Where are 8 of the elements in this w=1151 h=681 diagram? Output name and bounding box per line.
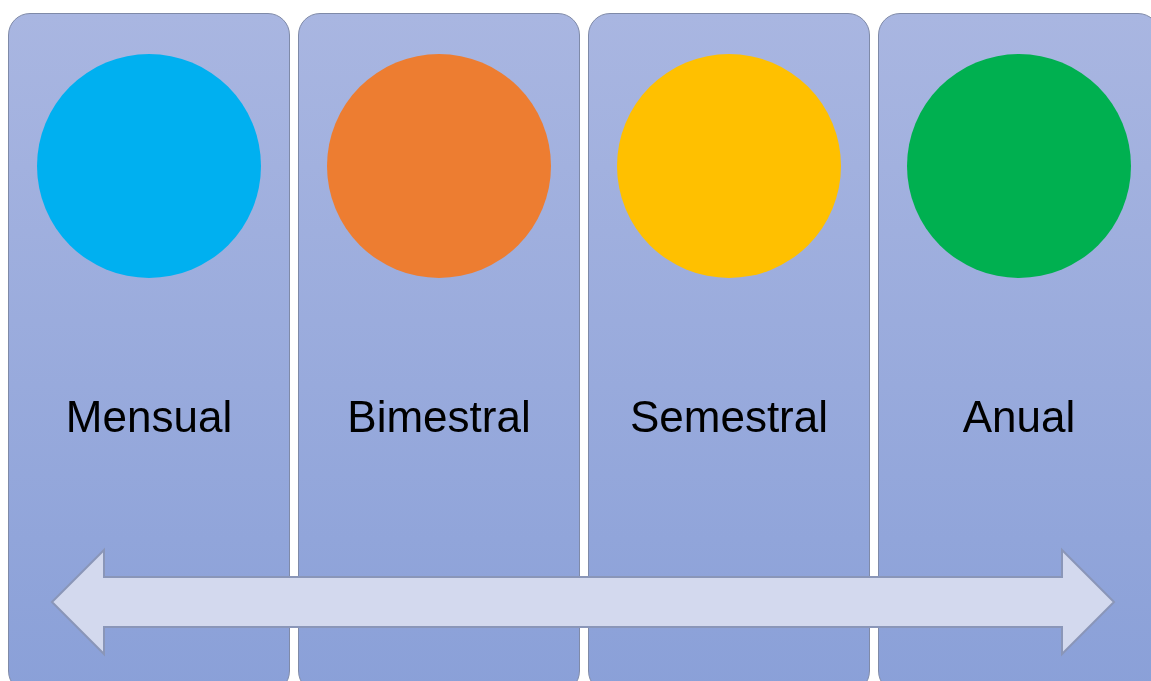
period-label: Bimestral <box>347 391 531 443</box>
column-panel <box>878 13 1151 681</box>
column-panel <box>588 13 870 681</box>
period-label: Anual <box>962 391 1076 443</box>
column-panel <box>8 13 290 681</box>
period-label: Semestral <box>629 391 829 443</box>
column-panel <box>298 13 580 681</box>
period-label: Mensual <box>65 391 233 443</box>
